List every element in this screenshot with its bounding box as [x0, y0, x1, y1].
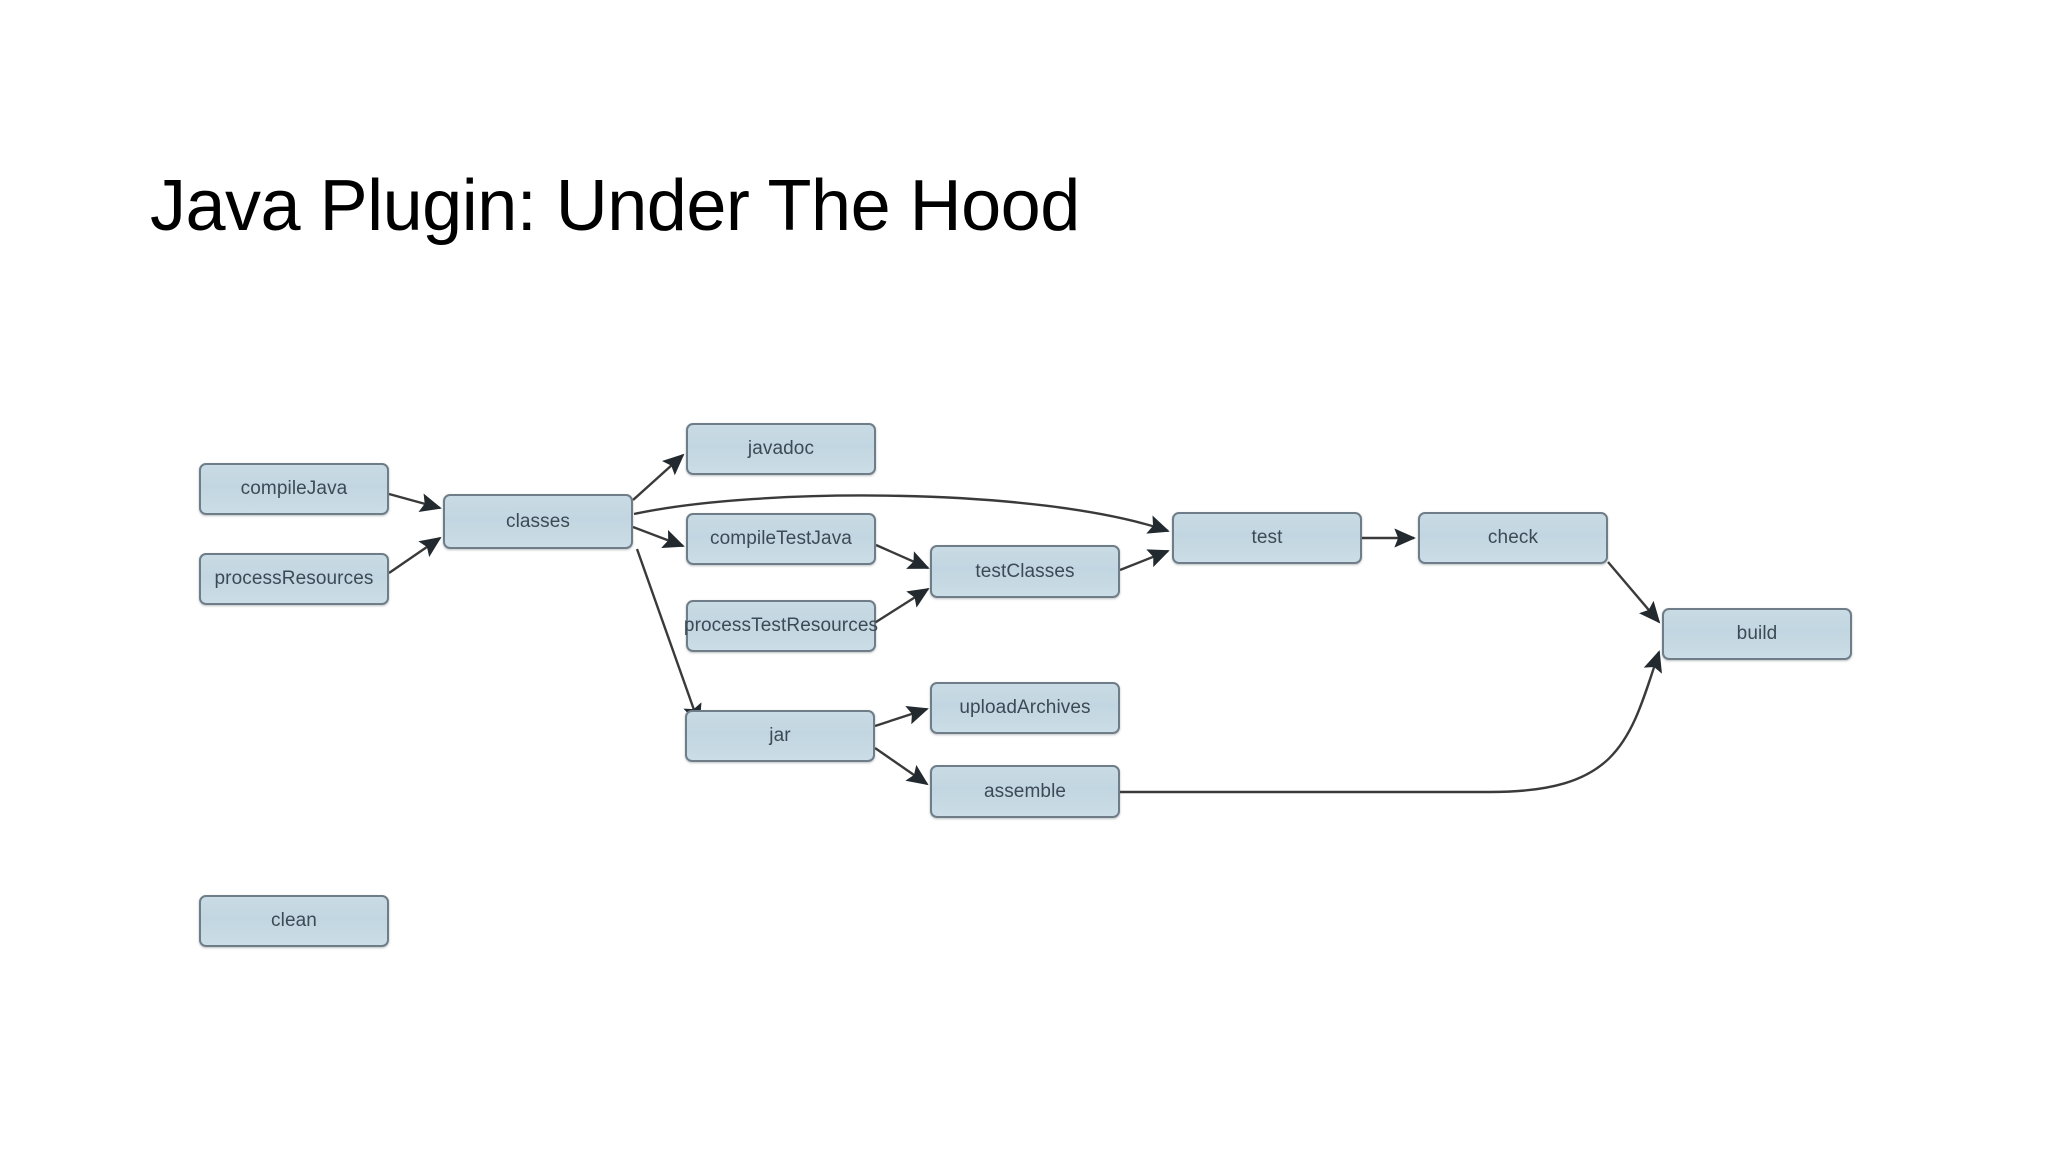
node-assemble[interactable]: assemble [930, 765, 1120, 818]
edge-processresources-classes [388, 536, 442, 574]
edge-check-build [1607, 561, 1661, 624]
node-label: uploadArchives [959, 697, 1091, 718]
node-compilejava[interactable]: compileJava [199, 463, 389, 515]
node-classes[interactable]: classes [443, 494, 633, 549]
node-label: jar [769, 725, 791, 746]
edge-jar-assemble [874, 747, 929, 786]
node-label: processTestResources [683, 615, 879, 636]
node-build[interactable]: build [1662, 608, 1852, 660]
node-uploadarchives[interactable]: uploadArchives [930, 682, 1120, 734]
node-compiletestjava[interactable]: compileTestJava [686, 513, 876, 565]
node-label: classes [505, 510, 571, 532]
node-processtestresources[interactable]: processTestResources [683, 600, 879, 652]
node-label: compileTestJava [710, 528, 852, 549]
edge-classes-javadoc [632, 453, 685, 501]
node-label: assemble [983, 780, 1067, 802]
node-jar[interactable]: jar [685, 710, 875, 762]
edge-compiletestjava-testclasses [875, 543, 930, 570]
node-label: check [1487, 527, 1539, 548]
node-testclasses[interactable]: testClasses [930, 545, 1120, 598]
node-clean[interactable]: clean [199, 895, 389, 947]
edge-processtestresources-testclasses [875, 587, 930, 624]
page-title: Java Plugin: Under The Hood [150, 166, 1080, 247]
edge-classes-compiletestjava [632, 525, 685, 548]
node-label: processResources [214, 568, 374, 589]
edge-assemble-build [1120, 650, 1662, 794]
node-label: build [1736, 623, 1778, 644]
edge-compilejava-classes [388, 492, 442, 513]
node-label: clean [271, 910, 317, 931]
node-label: javadoc [747, 438, 815, 459]
node-label: compileJava [240, 478, 348, 499]
node-javadoc[interactable]: javadoc [686, 423, 876, 475]
node-check[interactable]: check [1418, 512, 1608, 564]
node-label: test [1251, 527, 1283, 548]
node-processresources[interactable]: processResources [199, 553, 389, 605]
edge-jar-uploadarchives [874, 705, 929, 728]
node-label: testClasses [975, 560, 1075, 582]
edge-testclasses-test [1119, 549, 1170, 572]
node-test[interactable]: test [1172, 512, 1362, 564]
